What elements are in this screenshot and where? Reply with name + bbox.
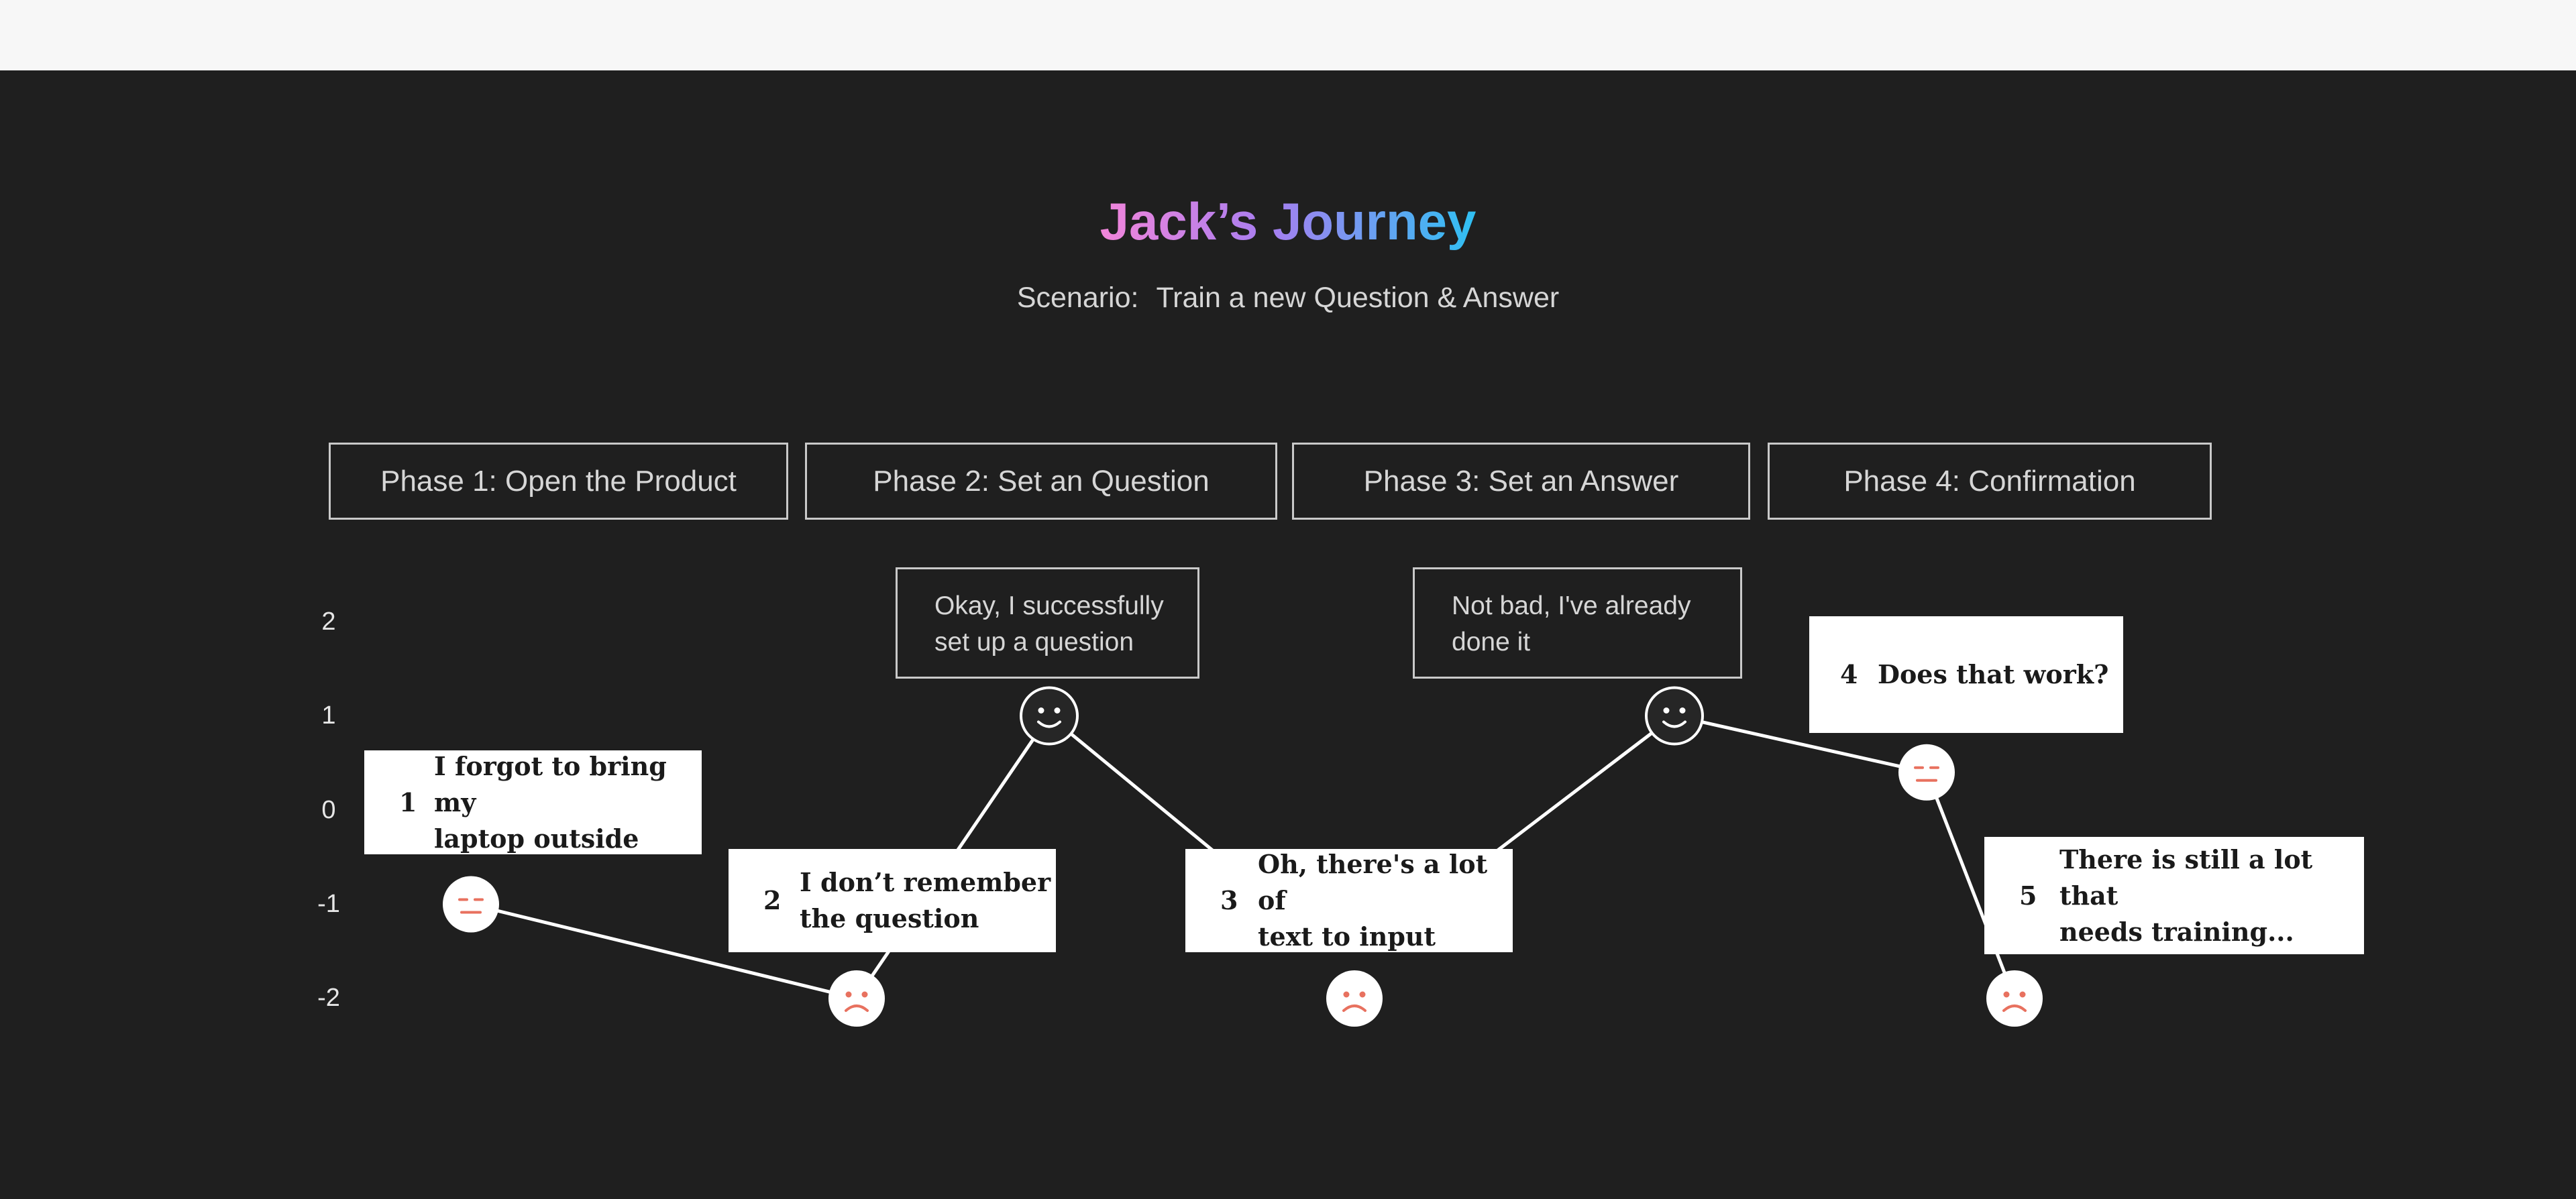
pain-point-2-line-2: the question xyxy=(800,903,979,933)
scenario-text: Train a new Question & Answer xyxy=(1156,282,1560,314)
page-title: Jack’s Journey xyxy=(1099,192,1477,251)
thought-1-line-1: Okay, I successfully xyxy=(934,591,1164,620)
pain-point-3-number: 3 xyxy=(1220,885,1238,915)
phase-3-header: Phase 3: Set an Answer xyxy=(1292,443,1750,520)
journey-line-segment xyxy=(1048,714,1216,853)
pain-point-5-number: 5 xyxy=(2019,880,2037,911)
happy-face-icon xyxy=(1020,686,1079,746)
pain-point-4-number: 4 xyxy=(1840,659,1858,689)
journey-line-segment xyxy=(1495,714,1676,853)
y-axis-label-0: 0 xyxy=(321,796,336,824)
pain-point-5-line-2: needs training... xyxy=(2059,916,2294,947)
pain-point-card-3: 3 Oh, there's a lot of text to input xyxy=(1185,849,1513,952)
pain-point-card-1: 1 I forgot to bring my laptop outside xyxy=(364,750,702,854)
thought-1-line-2: set up a question xyxy=(934,628,1134,656)
journey-line-segment xyxy=(1925,771,2017,999)
pain-point-5-line-1: There is still a lot that xyxy=(2059,844,2313,911)
pain-point-3-line-2: text to input xyxy=(1258,921,1436,952)
journey-line-segment xyxy=(470,903,857,1001)
pain-point-1-line-2: laptop outside xyxy=(434,823,639,854)
y-axis-label-minus-2: -2 xyxy=(317,984,340,1012)
thought-2-line-2: done it xyxy=(1452,628,1531,656)
emotion-markers xyxy=(443,686,2043,1027)
pain-point-card-4: 4 Does that work? xyxy=(1809,616,2123,733)
pain-point-card-2: 2 I don’t remember the question xyxy=(729,849,1056,952)
pain-point-2-line-1: I don’t remember xyxy=(800,867,1051,897)
top-bar xyxy=(0,0,2576,70)
sad-face-icon xyxy=(828,970,885,1027)
happy-face-icon xyxy=(1645,686,1704,746)
neutral-face-icon xyxy=(443,876,499,933)
thought-2-line-1: Not bad, I've already xyxy=(1452,591,1691,620)
sad-face-icon xyxy=(1326,970,1383,1027)
y-axis-label-2: 2 xyxy=(321,608,336,636)
neutral-face-icon xyxy=(1898,744,1955,801)
phase-4-header: Phase 4: Confirmation xyxy=(1768,443,2212,520)
scenario-label: Scenario: xyxy=(1016,282,1139,314)
y-axis-label-1: 1 xyxy=(321,701,336,730)
pain-point-4-line-1: Does that work? xyxy=(1878,659,2109,689)
pain-point-1-number: 1 xyxy=(399,787,417,817)
y-axis-label-minus-1: -1 xyxy=(317,890,340,918)
pain-point-card-5: 5 There is still a lot that needs traini… xyxy=(1984,837,2364,954)
pain-point-2-number: 2 xyxy=(763,885,782,915)
sad-face-icon xyxy=(1986,970,2043,1027)
phase-2-header: Phase 2: Set an Question xyxy=(805,443,1277,520)
thought-bubble-1: Okay, I successfully set up a question xyxy=(896,567,1199,679)
pain-point-3-line-1: Oh, there's a lot of xyxy=(1258,849,1488,915)
scenario: Scenario: Train a new Question & Answer xyxy=(0,278,2576,318)
journey-line xyxy=(470,714,2017,1001)
journey-line-segment xyxy=(1674,714,1927,775)
thought-bubble-2: Not bad, I've already done it xyxy=(1413,567,1742,679)
phase-1-header: Phase 1: Open the Product xyxy=(329,443,788,520)
pain-point-1-line-1: I forgot to bring my xyxy=(434,750,667,817)
